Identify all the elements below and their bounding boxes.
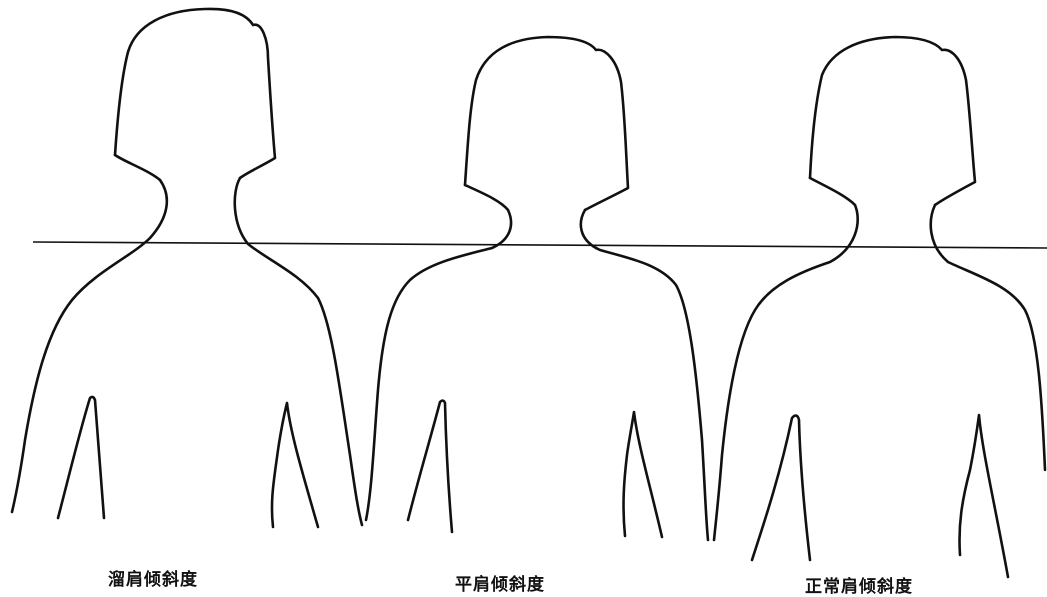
left-neck-shoulder-arm — [10, 178, 169, 514]
caption-sloping-shoulder: 溜肩倾斜度 — [108, 570, 198, 590]
head-to-left-chin — [463, 183, 510, 212]
left-neck-shoulder-arm — [712, 203, 859, 542]
right-neck-shoulder-arm — [929, 203, 1047, 472]
figure-sloping-shoulder — [10, 7, 364, 529]
figure-flat-shoulder — [364, 35, 710, 542]
right-arm-gap — [958, 413, 1010, 579]
caption-normal-shoulder: 正常肩倾斜度 — [805, 577, 913, 597]
left-arm-gap — [56, 395, 106, 520]
left-arm-gap — [750, 414, 812, 562]
figure-normal-shoulder — [712, 35, 1047, 579]
head-to-left-chin — [113, 153, 162, 182]
right-arm-gap — [622, 410, 664, 539]
reference-line — [32, 241, 1047, 249]
right-arm-gap — [270, 401, 320, 529]
right-neck-shoulder-arm — [233, 176, 364, 527]
right-neck-shoulder-arm — [579, 208, 710, 542]
hair-outline — [808, 35, 977, 207]
caption-flat-shoulder: 平肩倾斜度 — [455, 575, 545, 595]
left-arm-gap — [406, 399, 454, 534]
head-to-left-chin — [808, 176, 857, 207]
hair-outline — [113, 7, 277, 180]
hair-outline — [463, 35, 630, 212]
left-neck-shoulder-arm — [364, 208, 513, 522]
